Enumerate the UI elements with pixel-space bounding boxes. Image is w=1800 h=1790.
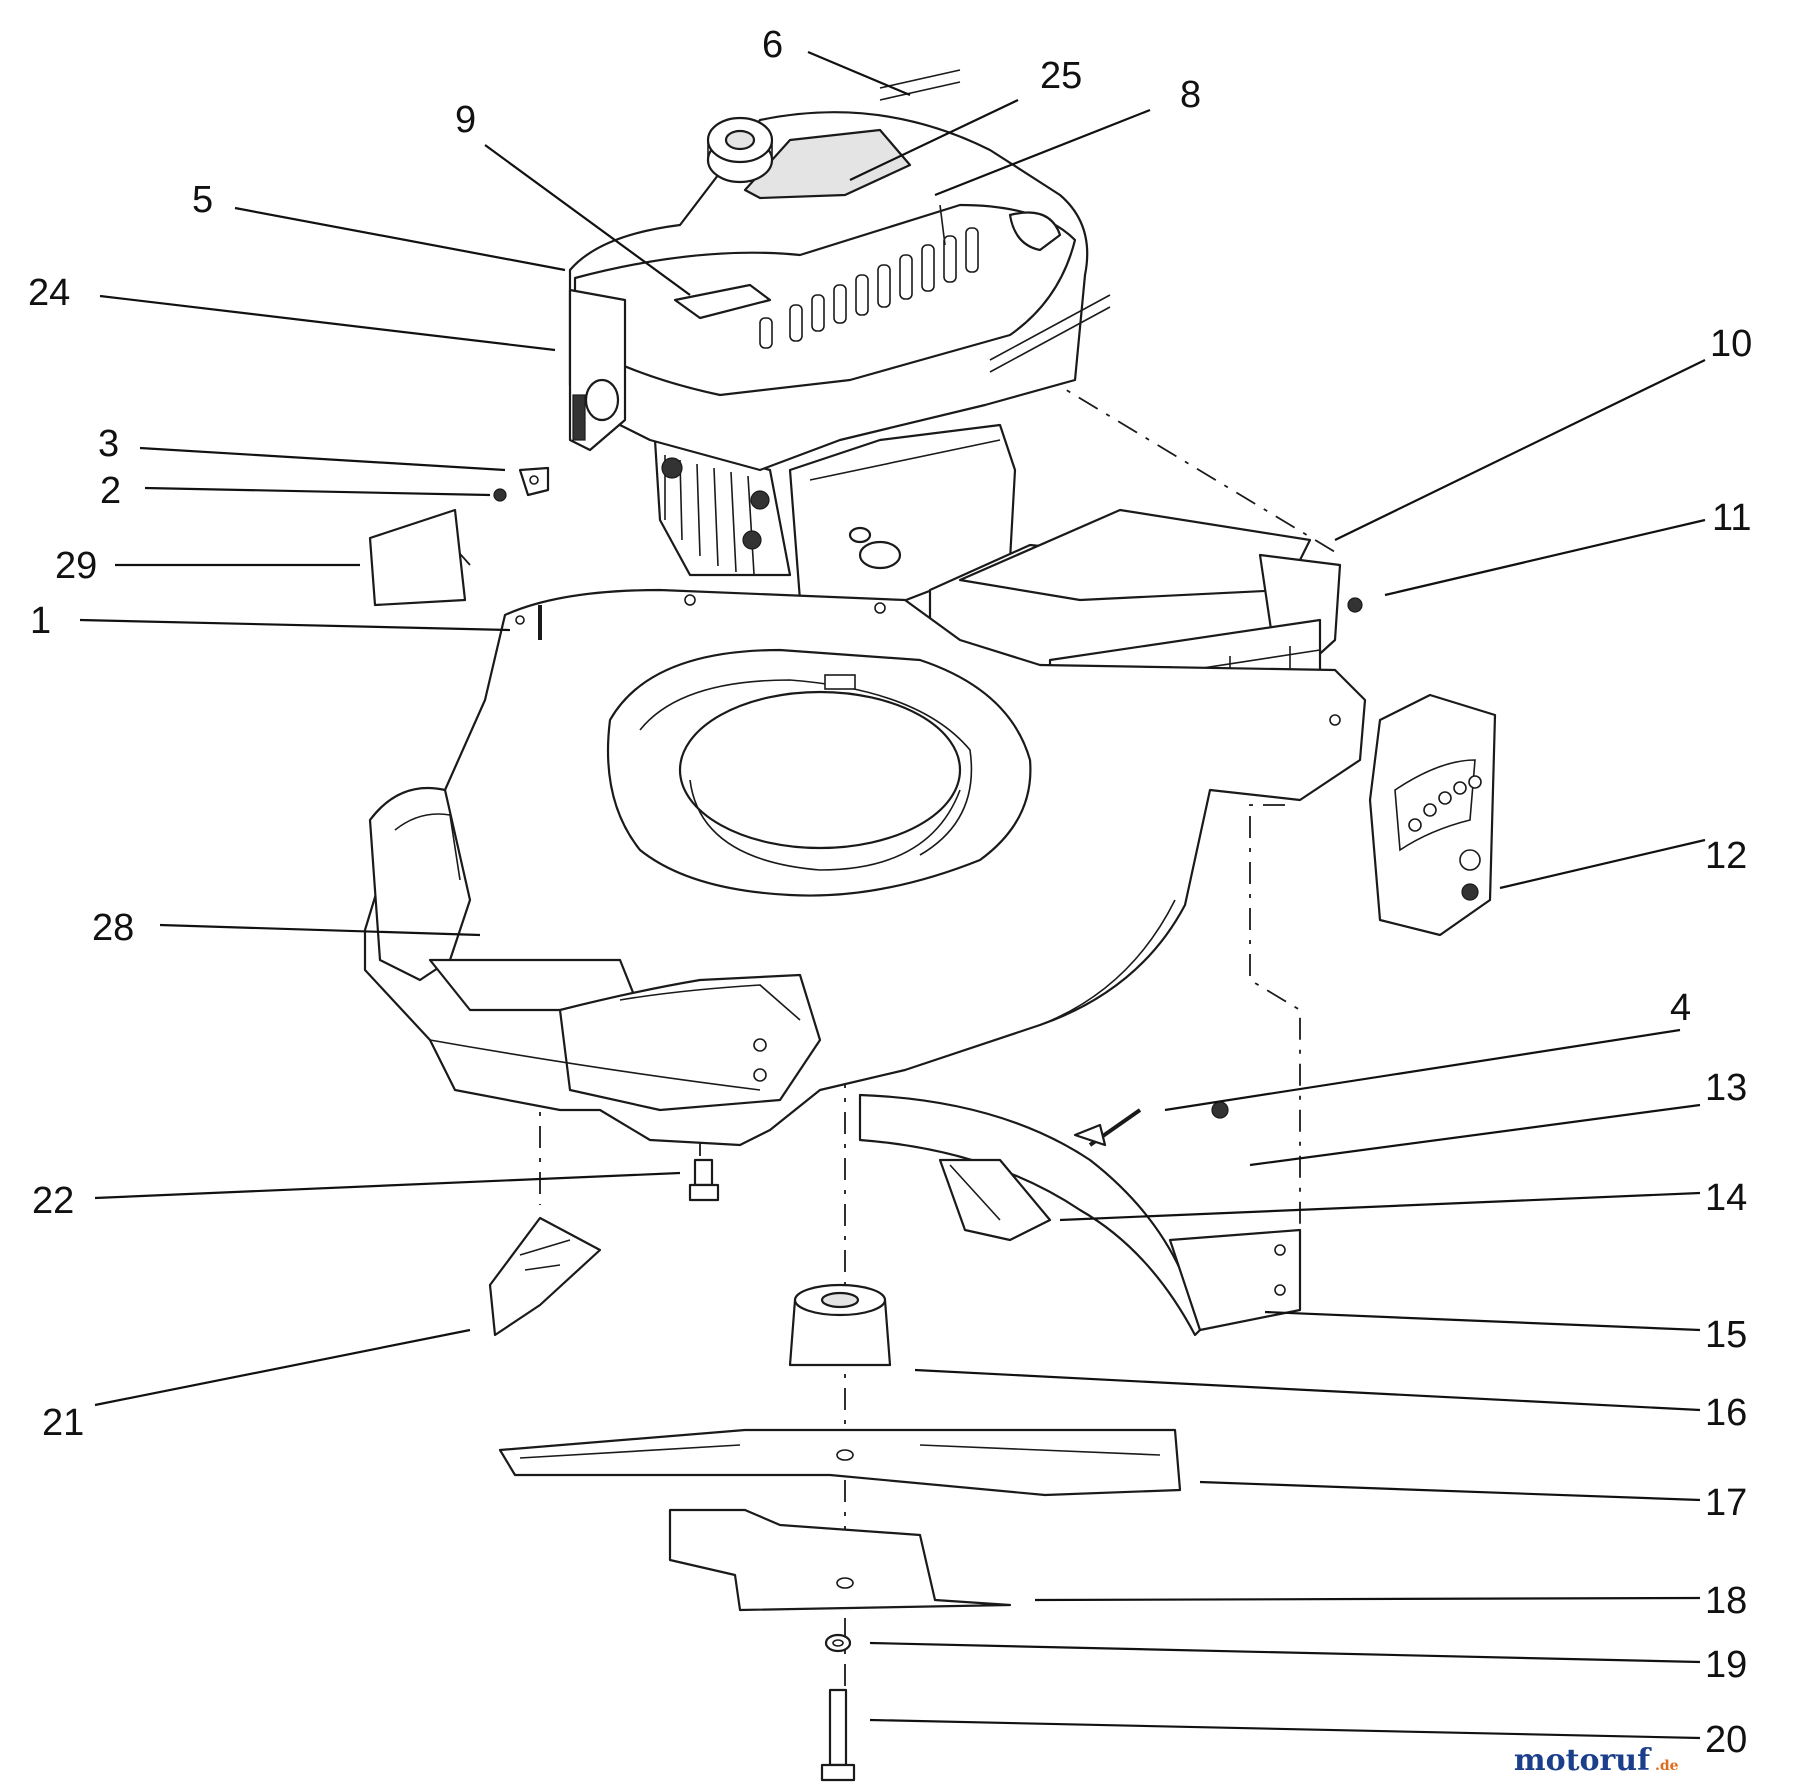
callout-10: 10 (1710, 323, 1752, 365)
leader-lines (79, 50, 1706, 1740)
blade-stack (498, 1283, 1182, 1782)
callout-4: 4 (1670, 987, 1691, 1029)
mower-deck (363, 588, 1367, 1147)
callout-15: 15 (1705, 1314, 1747, 1356)
callout-9: 9 (455, 99, 476, 141)
callout-21: 21 (42, 1402, 84, 1444)
rear-flap (858, 1093, 1302, 1337)
callout-3: 3 (98, 423, 119, 465)
callout-1: 1 (30, 600, 51, 642)
callout-2: 2 (100, 470, 121, 512)
height-adjust-plate (1368, 693, 1497, 937)
callout-16: 16 (1705, 1392, 1747, 1434)
callout-11: 11 (1712, 497, 1751, 539)
watermark-text: motoruf (1514, 1743, 1652, 1778)
fuel-cap (706, 116, 774, 184)
callout-labels: 6 25 8 9 5 24 10 11 3 2 29 1 12 28 4 13 … (28, 24, 1752, 1761)
callout-20: 20 (1705, 1719, 1747, 1761)
watermark-suffix: .de (1655, 1758, 1679, 1774)
callout-6: 6 (762, 24, 783, 66)
callout-25: 25 (1040, 55, 1082, 97)
callout-12: 12 (1705, 835, 1747, 877)
callout-13: 13 (1705, 1067, 1747, 1109)
callout-29: 29 (55, 545, 97, 587)
engine-assembly (568, 69, 1111, 612)
callout-18: 18 (1705, 1580, 1747, 1622)
callout-22: 22 (32, 1180, 74, 1222)
callout-8: 8 (1180, 74, 1201, 116)
callout-14: 14 (1705, 1177, 1747, 1219)
callout-24: 24 (28, 272, 70, 314)
callout-28: 28 (92, 907, 134, 949)
watermark: motoruf .de (1514, 1743, 1679, 1778)
callout-17: 17 (1705, 1482, 1747, 1524)
callout-19: 19 (1705, 1644, 1747, 1686)
left-small-parts (368, 466, 720, 1337)
callout-5: 5 (192, 179, 213, 221)
